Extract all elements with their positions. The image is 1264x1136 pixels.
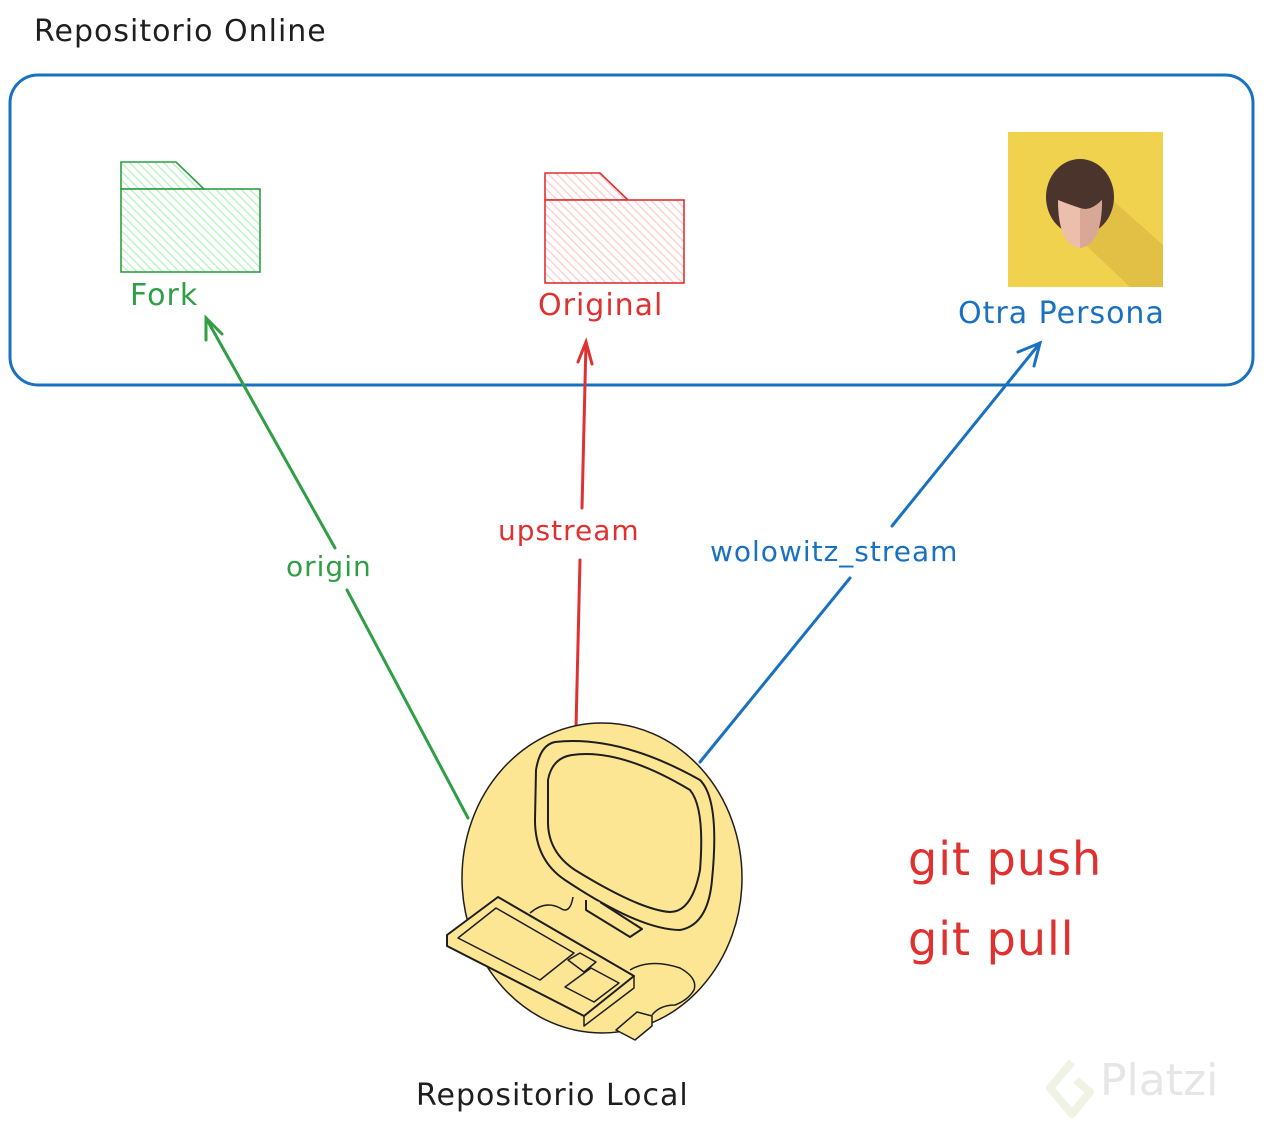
wolowitz-stream-remote-label: wolowitz_stream bbox=[708, 535, 961, 568]
platzi-logo-icon bbox=[1046, 1059, 1094, 1118]
otra-persona-label: Otra Persona bbox=[958, 296, 1165, 331]
git-push-command: git push bbox=[908, 832, 1103, 886]
online-repository-title: Repositorio Online bbox=[34, 14, 327, 49]
origin-arrow bbox=[204, 314, 470, 820]
original-folder-icon[interactable] bbox=[544, 172, 685, 284]
wolowitz-stream-arrow bbox=[698, 340, 1043, 764]
local-repository-label: Repositorio Local bbox=[416, 1078, 689, 1113]
platzi-watermark: Platzi bbox=[1100, 1055, 1219, 1106]
computer-icon[interactable] bbox=[446, 722, 743, 1041]
origin-remote-label: origin bbox=[284, 550, 374, 583]
upstream-remote-label: upstream bbox=[496, 514, 642, 547]
git-pull-command: git pull bbox=[908, 912, 1075, 966]
person-avatar-icon[interactable] bbox=[1008, 132, 1163, 287]
fork-folder-icon[interactable] bbox=[120, 161, 261, 273]
upstream-arrow bbox=[574, 337, 594, 730]
fork-label: Fork bbox=[130, 278, 199, 313]
online-repository-box bbox=[8, 73, 1255, 387]
original-label: Original bbox=[538, 288, 664, 323]
